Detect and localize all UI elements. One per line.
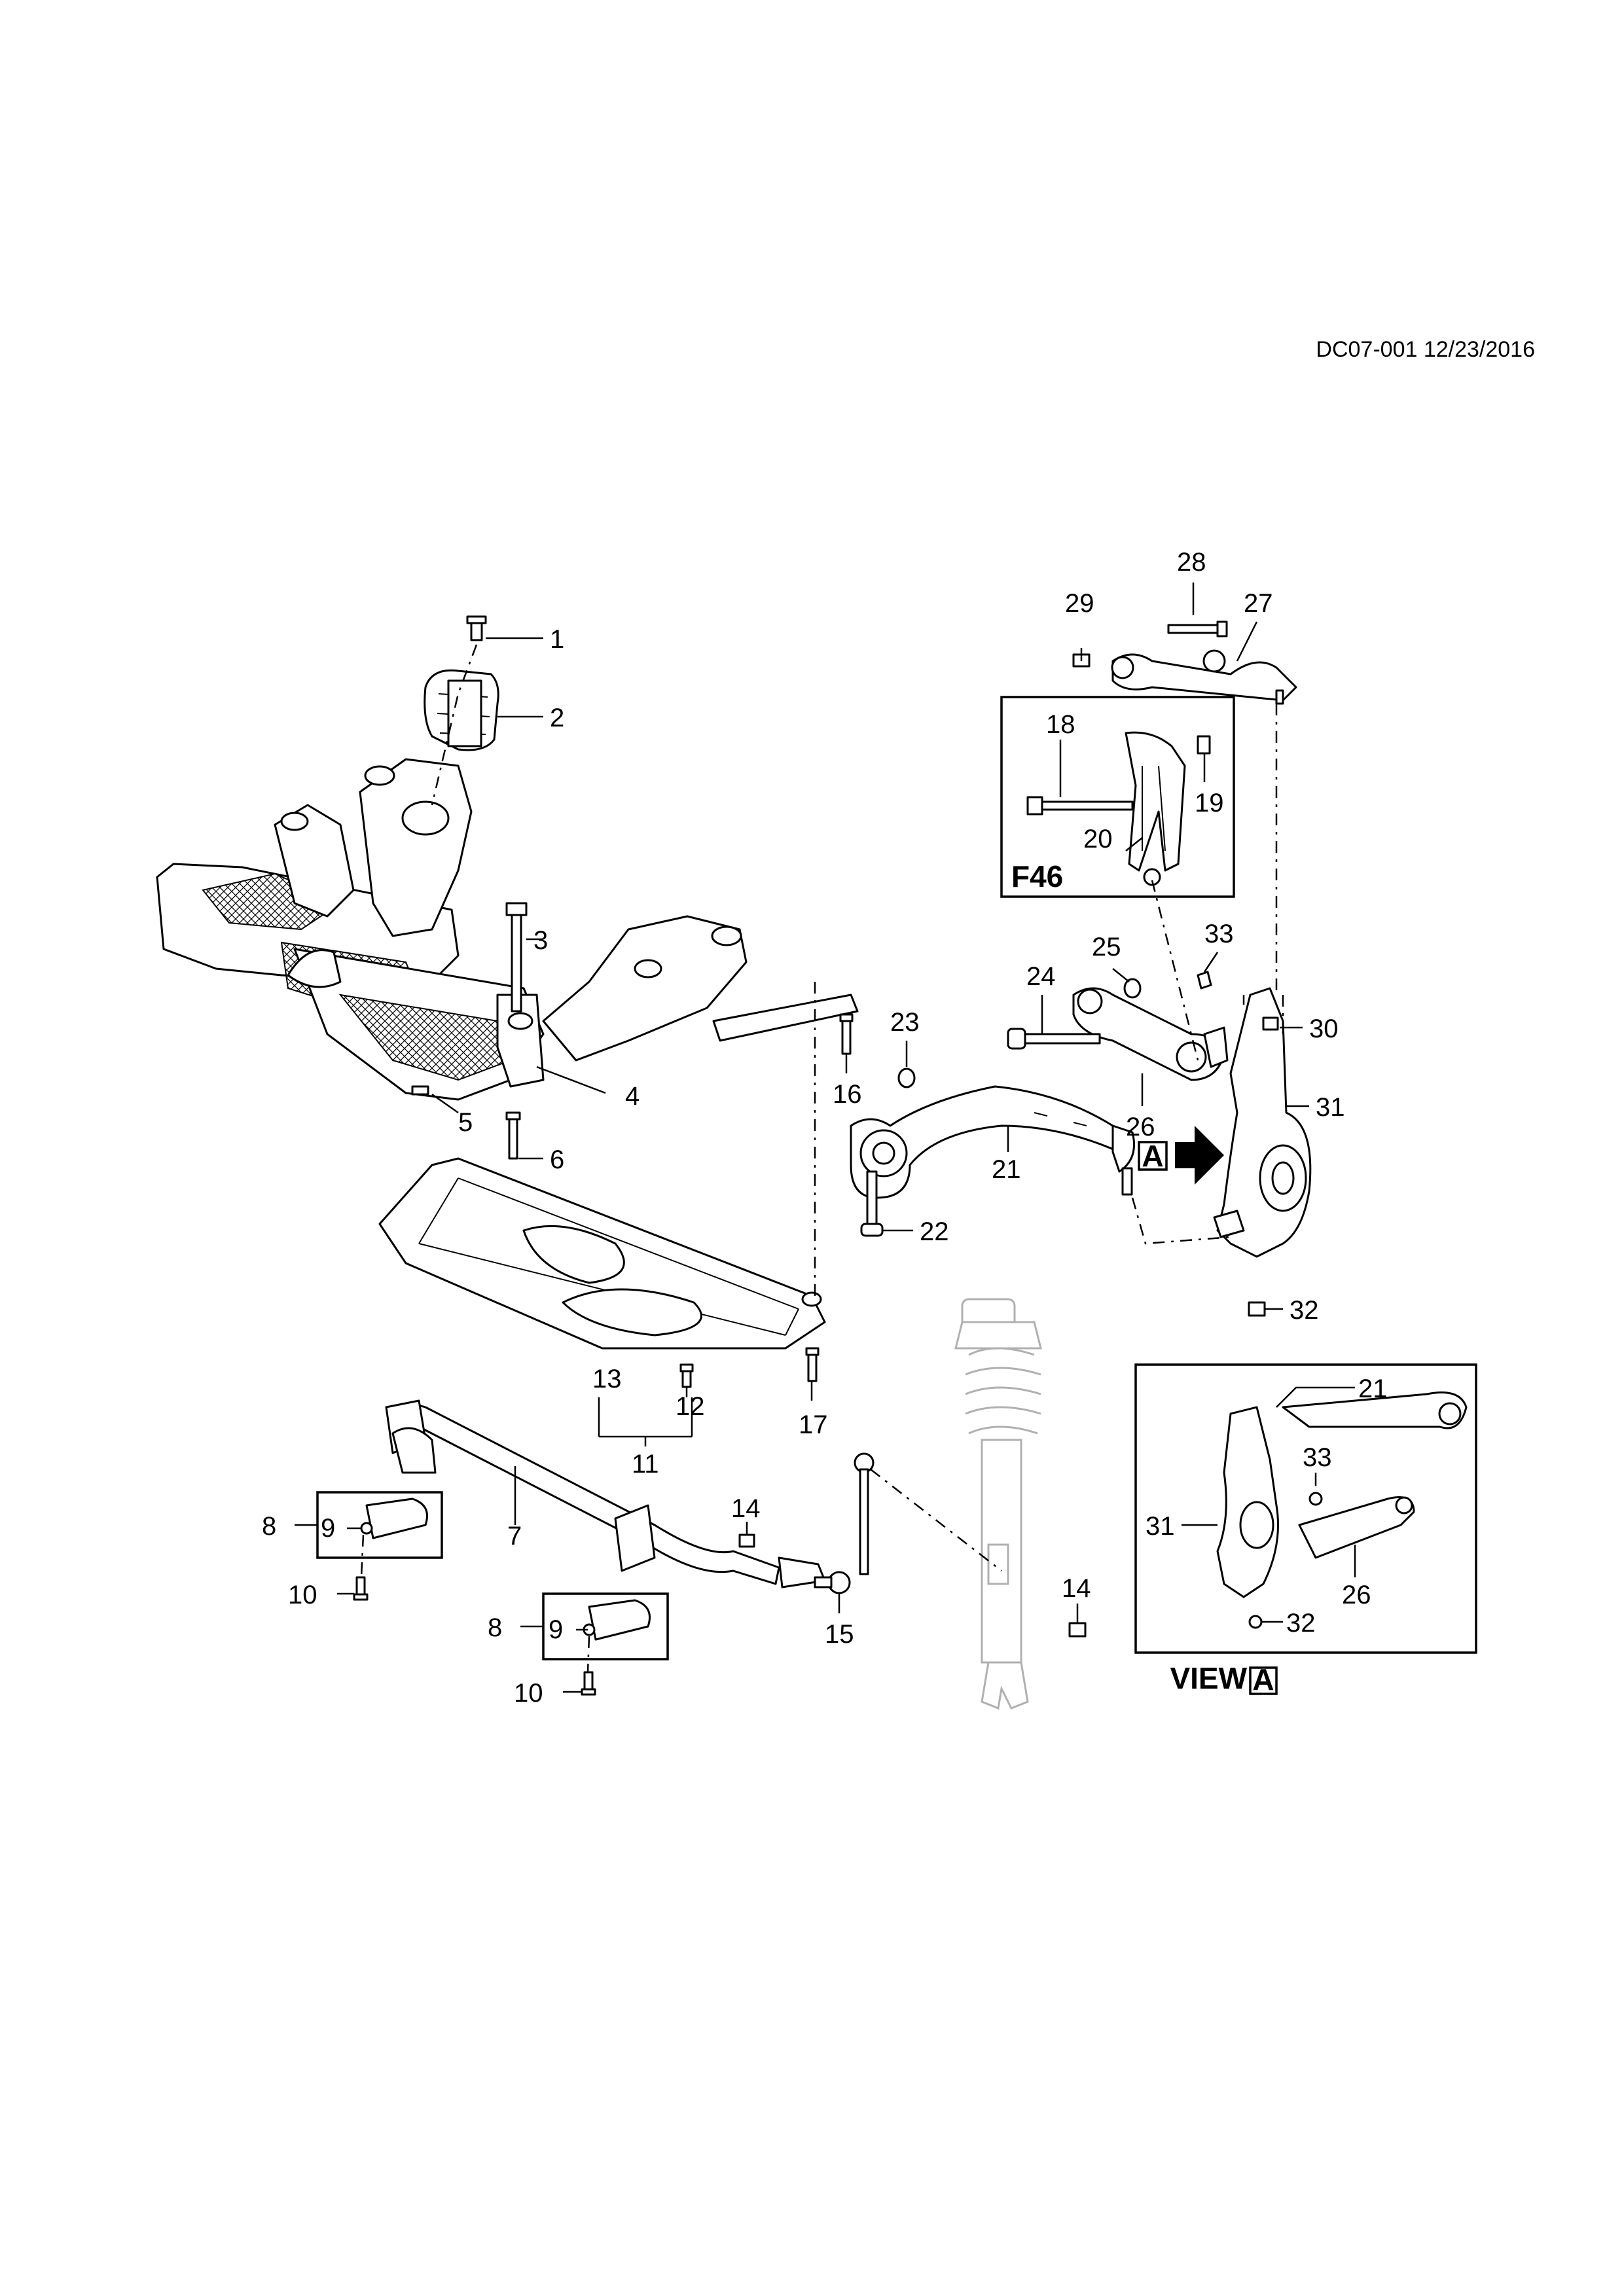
view-a-callout-21: 21 [1358,1374,1388,1403]
callout-25: 25 [1092,933,1121,961]
subframe-bolt-upper [505,902,528,1013]
view-a-callout-31: 31 [1146,1512,1175,1541]
stabilizer-clamp-right [583,1599,651,1641]
clamp-bolt-left [353,1576,369,1601]
callout-12: 12 [676,1392,705,1421]
callout-6: 6 [550,1145,564,1174]
plate-bolt [679,1363,694,1388]
callout-29: 29 [1065,589,1094,618]
strut-assembly [954,1298,1042,1710]
view-a-title: VIEW [1170,1661,1247,1695]
callout-19: 19 [1195,789,1224,817]
callout-33: 33 [1204,920,1234,948]
leader-lines [295,583,1356,1693]
engine-mount [424,669,499,751]
lower-arm-washer [897,1067,916,1088]
callout-18: 18 [1046,710,1075,739]
tension-strut-washer [1123,978,1142,999]
callout-26: 26 [1126,1113,1155,1141]
callout-9b: 9 [549,1615,563,1644]
inset-f46-box [1000,696,1235,898]
callout-13: 13 [592,1365,622,1393]
inset-f46-label: F46 [1011,859,1063,893]
inset-bolt [1026,796,1134,816]
knuckle-nut-upper [1197,971,1212,990]
clamp-bolt-right [581,1671,596,1696]
stabilizer-clamp-left [360,1498,428,1539]
callout-3: 3 [533,926,548,955]
view-a-marker-letter: A [1142,1139,1163,1173]
callout-31: 31 [1316,1093,1345,1122]
view-a-callout-26: 26 [1342,1581,1371,1609]
assembly-dashed-lines [360,644,1284,1673]
drawing-id: DC07-001 12/23/2016 [1316,337,1535,362]
front-subframe [156,758,859,1101]
callout-14b: 14 [1062,1574,1091,1603]
tension-strut-bolt [1007,1028,1101,1050]
callout-20: 20 [1083,825,1113,853]
callout-17: 17 [799,1410,828,1439]
view-a-box [1134,1363,1477,1654]
callout-30: 30 [1309,1014,1339,1043]
callout-11: 11 [632,1450,659,1479]
subframe-nut [411,1085,429,1096]
view-a-nut-33 [1308,1492,1323,1506]
stabilizer-link [814,1452,875,1594]
view-a-callout-32: 32 [1286,1609,1316,1638]
callout-24: 24 [1026,962,1056,991]
view-a-title-letter: A [1252,1662,1274,1696]
callout-27: 27 [1244,589,1273,618]
callout-10a: 10 [288,1581,317,1609]
inset-link-bracket [1125,731,1186,886]
view-a-upper-arm [1282,1391,1468,1429]
callout-14a: 14 [731,1494,761,1523]
view-a-tension-strut [1298,1496,1415,1559]
callout-22: 22 [920,1217,949,1246]
inset-nut [1197,735,1211,755]
upper-control-arm [1111,649,1297,705]
lower-arm-bolt [860,1170,884,1237]
callout-1: 1 [550,625,564,654]
subframe-reinforcement-plate [378,1157,826,1350]
reinforcement-bolt [839,1013,854,1055]
lower-control-arm [850,1085,1135,1199]
callout-9a: 9 [321,1514,335,1543]
callout-21: 21 [992,1155,1021,1184]
link-nut-lower [1068,1622,1087,1638]
callout-16: 16 [833,1080,862,1109]
view-a-callout-33: 33 [1303,1443,1332,1472]
link-nut-upper [738,1534,755,1548]
callout-23: 23 [890,1008,920,1037]
knuckle-nut-top [1262,1016,1279,1031]
view-a-knuckle [1216,1406,1279,1598]
callout-7: 7 [507,1522,522,1551]
engine-mount-bolt [466,615,487,641]
callout-8a: 8 [262,1512,276,1541]
callout-5: 5 [458,1108,473,1137]
knuckle-nut-bottom [1248,1301,1266,1317]
callout-28: 28 [1177,548,1206,577]
callout-32: 32 [1290,1296,1319,1325]
steering-knuckle [1213,987,1312,1258]
callout-10b: 10 [514,1679,543,1708]
callout-4: 4 [625,1082,640,1111]
callout-8b: 8 [488,1613,502,1642]
callout-2: 2 [550,704,564,732]
view-a-marker: A [1138,1126,1224,1185]
view-a-nut-32 [1248,1615,1263,1629]
subframe-bolt-lower [505,1111,521,1160]
plate-rear-bolt [805,1347,820,1382]
view-a-title-box [1249,1666,1278,1695]
upper-arm-bolt [1167,620,1228,637]
callout-15: 15 [825,1620,854,1649]
